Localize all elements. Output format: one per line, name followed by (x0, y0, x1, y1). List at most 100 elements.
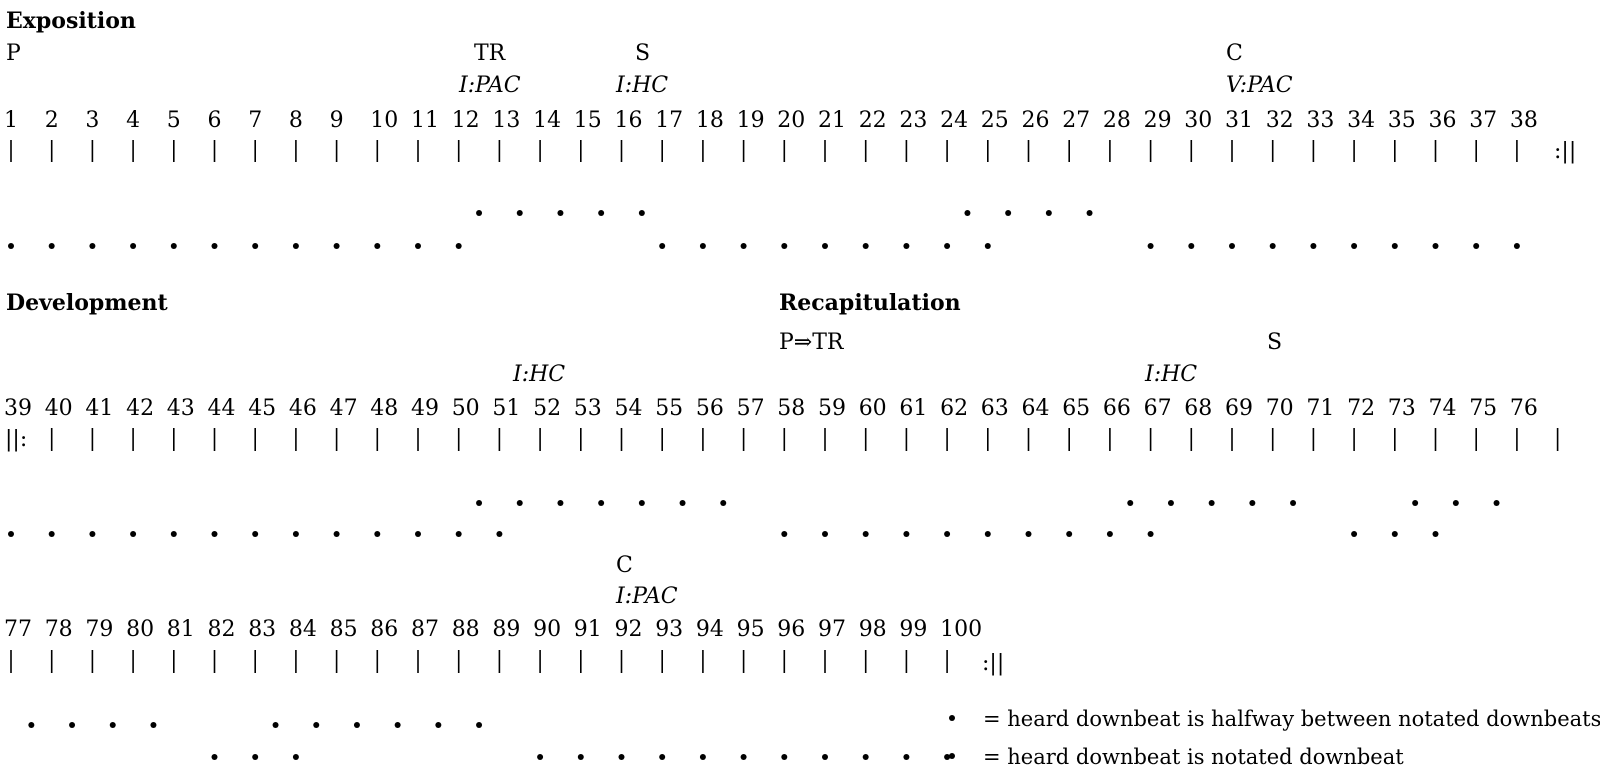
dot-heard-notated (211, 531, 218, 537)
measure-number: 94 (696, 617, 724, 642)
dot-heard-halfway (1290, 500, 1297, 506)
dot-heard-halfway (476, 210, 483, 216)
measure-number: 44 (208, 396, 236, 421)
dot-heard-notated (252, 531, 259, 537)
dot-heard-notated (781, 531, 788, 537)
measure-number: 62 (940, 396, 968, 421)
dot-heard-halfway (1086, 210, 1093, 216)
dot-heard-notated (944, 531, 951, 537)
dot-heard-halfway (1249, 500, 1256, 506)
dot-heard-halfway (1167, 500, 1174, 506)
dot-heard-notated (252, 243, 259, 249)
measure-number: 50 (452, 396, 480, 421)
dot-heard-notated (292, 754, 299, 760)
dot-heard-halfway (353, 722, 360, 728)
measure-number: 58 (777, 396, 805, 421)
measure-number: 88 (452, 617, 480, 642)
dot-heard-notated (48, 243, 55, 249)
dot-heard-notated (170, 243, 177, 249)
measure-number: 69 (1225, 396, 1253, 421)
legend-halfway-dot (949, 715, 955, 721)
measure-number: 23 (899, 108, 927, 133)
measure-number: 20 (777, 108, 805, 133)
measure-number: 28 (1103, 108, 1131, 133)
label-p-to-tr: P⇒TR (779, 330, 845, 355)
dot-heard-halfway (109, 722, 116, 728)
dot-heard-notated (903, 243, 910, 249)
measure-number: 3 (85, 108, 99, 133)
dot-heard-notated (537, 754, 544, 760)
legend-halfway-text: = heard downbeat is halfway between nota… (983, 707, 1600, 731)
dot-heard-halfway (69, 722, 76, 728)
measure-number: 86 (370, 617, 398, 642)
measure-number: 76 (1510, 396, 1538, 421)
dot-heard-notated (781, 754, 788, 760)
measure-number: 29 (1144, 108, 1172, 133)
dot-heard-notated (48, 531, 55, 537)
section-title-exposition: Exposition (6, 8, 136, 34)
measure-number: 38 (1510, 108, 1538, 133)
measure-number: 6 (208, 108, 222, 133)
dot-heard-notated (822, 531, 828, 537)
repeat-end-movement: :|| (982, 651, 1004, 676)
dot-heard-notated (252, 754, 259, 760)
measure-number: 91 (574, 617, 602, 642)
dot-heard-halfway (476, 722, 483, 728)
measure-number: 36 (1429, 108, 1457, 133)
measure-number: 19 (737, 108, 765, 133)
measure-number: 57 (737, 396, 765, 421)
measure-number: 93 (655, 617, 683, 642)
dot-heard-notated (1351, 243, 1358, 249)
dot-heard-notated (1432, 531, 1439, 537)
measure-number: 8 (289, 108, 303, 133)
measure-number: 56 (696, 396, 724, 421)
measure-number: 80 (126, 617, 154, 642)
measure-number: 25 (981, 108, 1009, 133)
measure-number: 74 (1429, 396, 1457, 421)
measure-number: 87 (411, 617, 439, 642)
dot-heard-notated (822, 243, 828, 249)
measure-number: 7 (248, 108, 262, 133)
dot-heard-notated (1025, 531, 1032, 537)
measure-number: 98 (859, 617, 887, 642)
dot-heard-notated (89, 531, 96, 537)
measure-number: 100 (940, 617, 982, 642)
label-tr: TR (474, 41, 507, 66)
measure-number: 22 (859, 108, 887, 133)
measure-number: 33 (1306, 108, 1334, 133)
dot-heard-notated (415, 531, 421, 537)
measure-number: 14 (533, 108, 561, 133)
measure-number: 89 (492, 617, 520, 642)
dot-heard-notated (781, 243, 788, 249)
measure-number: 60 (859, 396, 887, 421)
dot-heard-halfway (720, 500, 727, 506)
measure-number: 11 (411, 108, 439, 133)
cadence-m51: I:HC (512, 362, 565, 387)
label-c-exposition: C (1226, 41, 1243, 66)
dot-heard-halfway (1005, 210, 1012, 216)
dot-heard-notated (211, 243, 218, 249)
measure-number: 13 (492, 108, 520, 133)
measure-number: 5 (167, 108, 181, 133)
dot-heard-halfway (1045, 210, 1052, 216)
dot-heard-halfway (679, 500, 686, 506)
dot-heard-notated (862, 754, 869, 760)
label-s-recapitulation: S (1267, 330, 1282, 355)
measure-number: 53 (574, 396, 602, 421)
cadence-m31: V:PAC (1226, 73, 1293, 98)
measure-number: 68 (1184, 396, 1212, 421)
dot-heard-halfway (516, 210, 523, 216)
dot-heard-notated (1473, 243, 1480, 249)
measure-number: 84 (289, 617, 317, 642)
dot-heard-halfway (150, 722, 157, 728)
measure-number: 17 (655, 108, 683, 133)
measure-number: 31 (1225, 108, 1253, 133)
measure-number: 40 (45, 396, 73, 421)
dot-heard-halfway (638, 500, 645, 506)
dot-heard-notated (1310, 243, 1317, 249)
dot-heard-notated (699, 754, 706, 760)
dot-heard-notated (659, 754, 666, 760)
dot-heard-notated (1391, 531, 1398, 537)
dot-heard-halfway (516, 500, 523, 506)
label-p: P (6, 41, 21, 66)
